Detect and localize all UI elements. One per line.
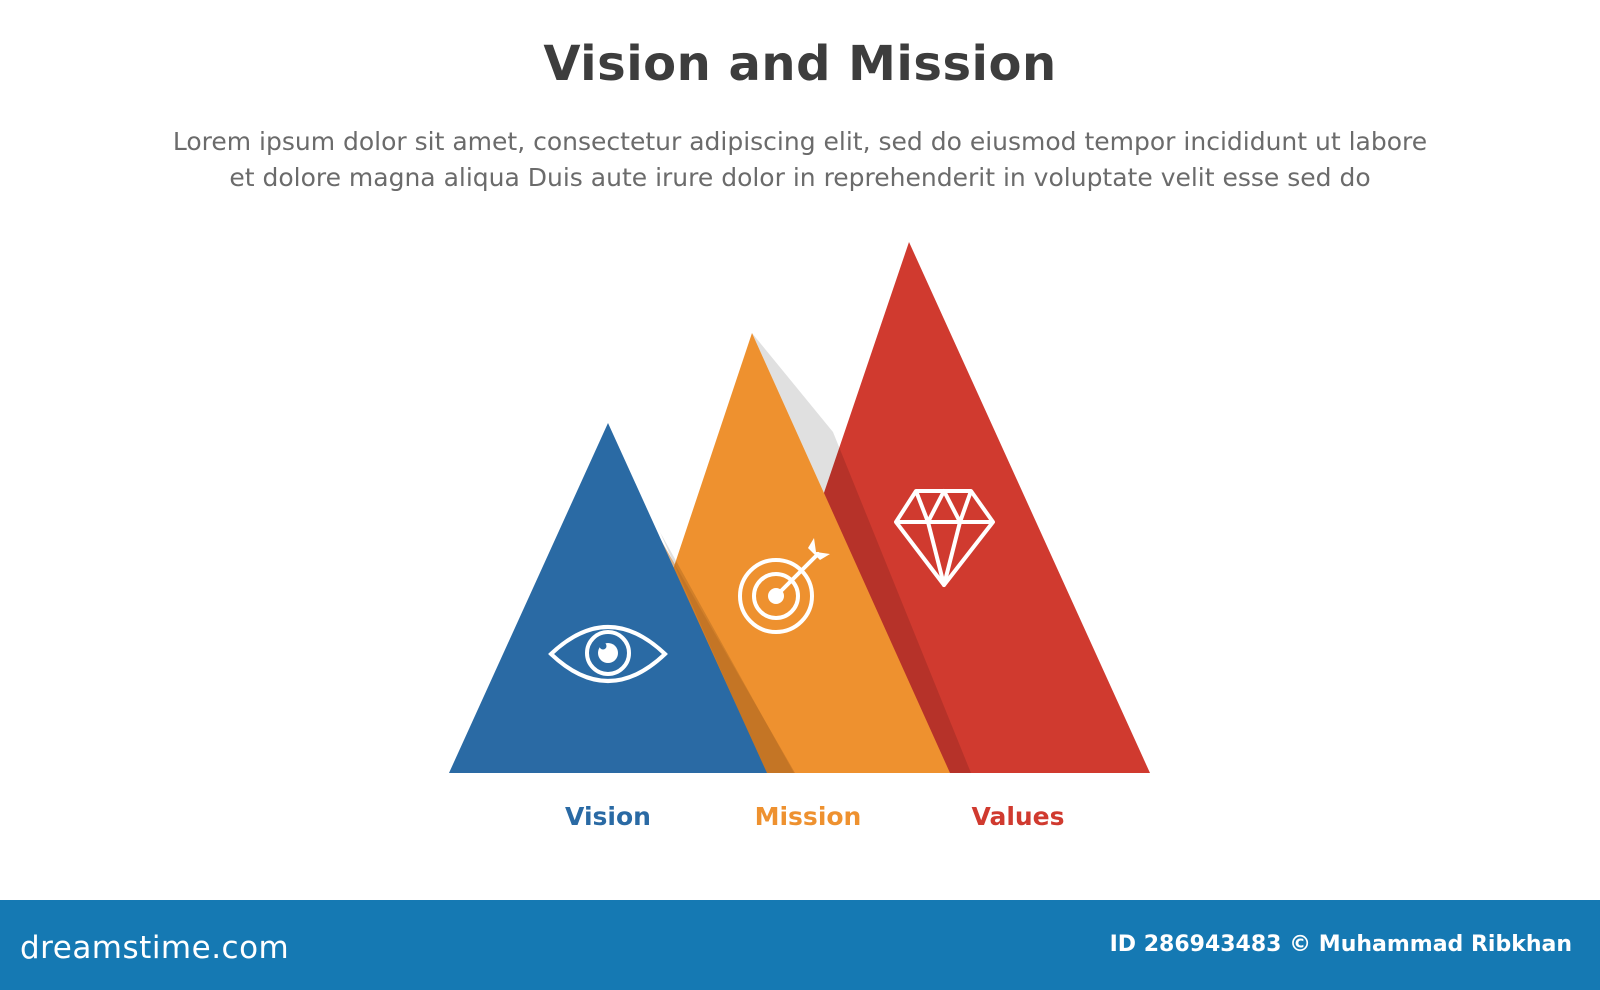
label-mission: Mission bbox=[754, 802, 862, 831]
page-description: Lorem ipsum dolor sit amet, consectetur … bbox=[60, 124, 1540, 196]
footer-credit: ID 286943483 © Muhammad Ribkhan bbox=[1109, 932, 1572, 957]
diamond-icon bbox=[894, 489, 995, 587]
vision-triangle bbox=[449, 423, 795, 773]
label-values: Values bbox=[971, 802, 1065, 831]
eye-icon bbox=[548, 625, 668, 683]
footer-bar: dreamstime.com ID 286943483 © Muhammad R… bbox=[0, 900, 1600, 990]
description-line-2: et dolore magna aliqua Duis aute irure d… bbox=[229, 163, 1371, 192]
footer-logo: dreamstime.com bbox=[20, 930, 290, 966]
target-arrow-icon bbox=[738, 538, 830, 634]
page-title: Vision and Mission bbox=[543, 36, 1057, 92]
label-vision: Vision bbox=[565, 802, 651, 831]
description-line-1: Lorem ipsum dolor sit amet, consectetur … bbox=[172, 127, 1428, 156]
